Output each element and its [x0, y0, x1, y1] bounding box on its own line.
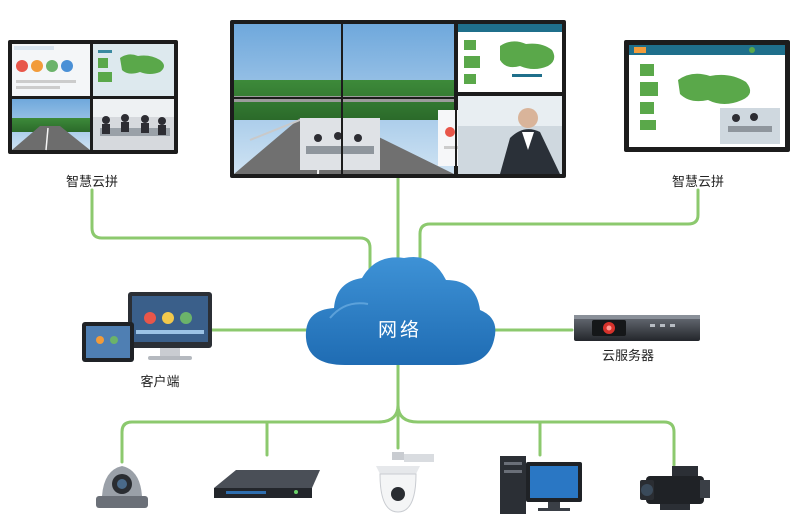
cloud-label: 网络 [378, 319, 422, 341]
right-wall-label: 智慧云拼 [672, 174, 724, 190]
camcorder-icon [640, 466, 710, 510]
link-right-wall [418, 188, 700, 277]
desktop-pc-icon [500, 456, 582, 514]
left-video-wall [8, 40, 178, 154]
network-cloud [305, 256, 496, 365]
connection-lines [90, 176, 700, 467]
cloud-server-icon [574, 315, 700, 341]
network-video-recorder-icon [214, 470, 320, 498]
server-label: 云服务器 [602, 348, 654, 364]
center-video-wall [230, 20, 566, 178]
ptz-dome-camera-icon [376, 452, 434, 513]
client-devices-icon [82, 292, 212, 362]
right-display [624, 40, 790, 152]
conference-camera-icon [96, 466, 148, 508]
link-left-wall [90, 188, 372, 287]
client-label: 客户端 [140, 374, 179, 390]
left-wall-label: 智慧云拼 [66, 174, 118, 190]
